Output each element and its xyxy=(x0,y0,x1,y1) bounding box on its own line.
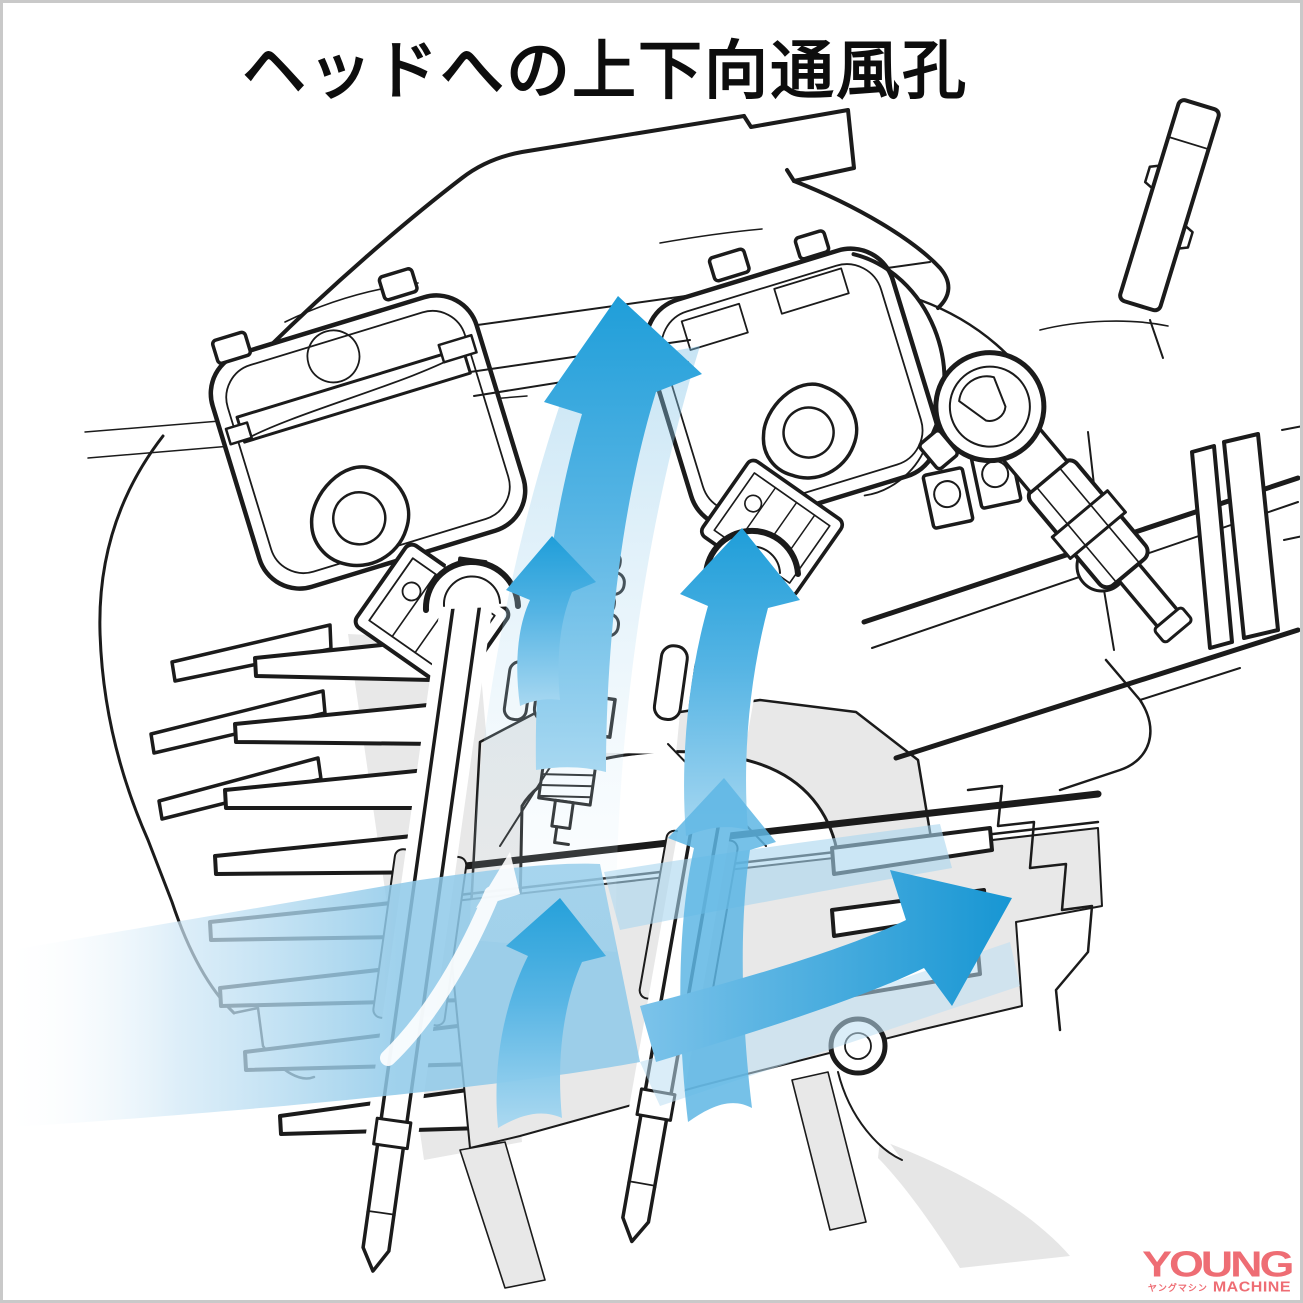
block-shadow xyxy=(878,1140,1070,1268)
left-cam-lobe xyxy=(309,465,411,568)
harness-clamps xyxy=(921,446,1023,530)
logo-jp-text: ヤングマシン xyxy=(1147,1283,1208,1293)
logo-young-text: YOUNG xyxy=(1141,1244,1294,1285)
crankcase-right-silhouette xyxy=(966,784,1094,1032)
logo-machine-text: MACHINE xyxy=(1212,1279,1291,1295)
left-cam-chamber xyxy=(208,267,528,591)
airflow-main-up-arrow xyxy=(535,296,702,772)
intake-flange xyxy=(1190,444,1234,650)
airflow-left-of-plug-arrow xyxy=(506,536,596,706)
airflow-lower-left-curl-arrow xyxy=(496,898,606,1128)
fuel-pipe xyxy=(1118,98,1221,313)
young-machine-logo: YOUNG ヤングマシン MACHINE xyxy=(1141,1239,1294,1295)
right-cam-lobe xyxy=(761,382,859,480)
airflow-exit-right-arrow xyxy=(640,870,1012,1062)
guide-line-injector xyxy=(1039,320,1169,331)
page-title: ヘッドへの上下向通風孔 xyxy=(242,35,968,107)
right-cam-chamber xyxy=(643,229,947,530)
block-lower-left-wedge xyxy=(459,1141,546,1289)
block-lower-right-wedge xyxy=(791,1071,867,1231)
airflow-arrows xyxy=(380,296,1012,1128)
fuel-injector xyxy=(918,350,1193,644)
airflow-band-white-arrow xyxy=(380,852,520,1066)
airflow-right-of-plug-arrow xyxy=(680,528,800,836)
